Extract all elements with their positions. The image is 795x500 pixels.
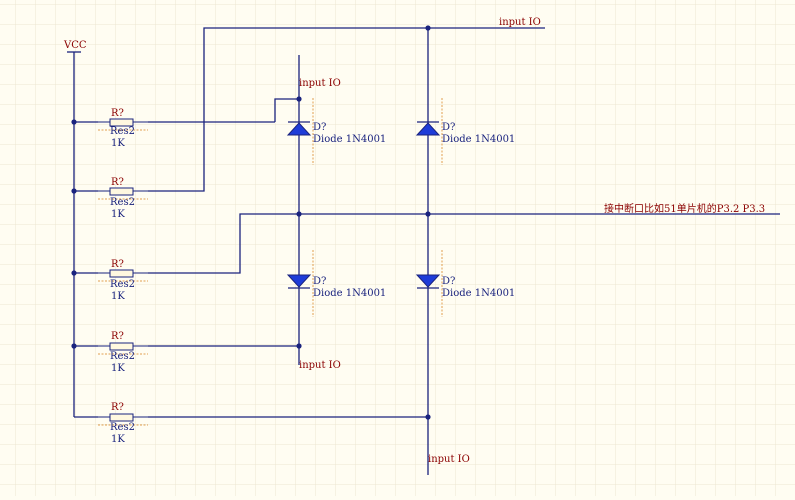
junctions <box>71 25 431 420</box>
diode-designator: D? <box>442 122 455 133</box>
net-label-top: input IO <box>499 17 541 28</box>
junction-dot <box>71 188 77 194</box>
junction-dot <box>71 270 77 276</box>
resistor-r5[interactable]: R? Res2 1K <box>98 402 148 445</box>
wires <box>73 27 780 475</box>
resistor-designator: R? <box>111 259 124 270</box>
resistor-body <box>109 187 134 196</box>
wire-r3-to-middle <box>148 213 780 274</box>
resistor-type: Res2 <box>110 126 135 137</box>
junction-dot <box>296 96 302 102</box>
junction-dot <box>296 343 302 349</box>
diode-type: Diode 1N4001 <box>442 288 515 299</box>
diode-designator: D? <box>313 122 326 133</box>
resistor-value: 1K <box>111 138 125 149</box>
resistor-body <box>109 342 134 351</box>
resistor-r2[interactable]: R? Res2 1K <box>98 177 148 220</box>
net-label-upper: input IO <box>299 78 341 89</box>
diode-triangle <box>415 122 441 136</box>
diode-d1[interactable]: D? Diode 1N4001 <box>286 98 386 165</box>
resistor-body <box>109 118 134 127</box>
diode-triangle <box>286 122 312 136</box>
diode-type: Diode 1N4001 <box>313 288 386 299</box>
resistor-type: Res2 <box>110 279 135 290</box>
resistor-value: 1K <box>111 434 125 445</box>
resistor-r3[interactable]: R? Res2 1K <box>98 259 148 302</box>
resistor-type: Res2 <box>110 351 135 362</box>
resistor-designator: R? <box>111 331 124 342</box>
diode-designator: D? <box>442 276 455 287</box>
net-label-lower: input IO <box>299 360 341 371</box>
resistor-value: 1K <box>111 291 125 302</box>
resistor-r1[interactable]: R? Res2 1K <box>98 108 148 149</box>
resistor-value: 1K <box>111 363 125 374</box>
diode-triangle <box>286 274 312 288</box>
resistor-body <box>109 269 134 278</box>
resistor-type: Res2 <box>110 197 135 208</box>
resistor-designator: R? <box>111 402 124 413</box>
diode-d2[interactable]: D? Diode 1N4001 <box>415 98 515 165</box>
diode-designator: D? <box>313 276 326 287</box>
diode-d4[interactable]: D? Diode 1N4001 <box>415 250 515 317</box>
junction-dot <box>425 211 431 217</box>
resistor-designator: R? <box>111 108 124 119</box>
wire-r1-to-node <box>274 98 299 122</box>
diode-triangle <box>415 274 441 288</box>
vcc-symbol: VCC <box>63 40 87 53</box>
diode-d3[interactable]: D? Diode 1N4001 <box>286 250 386 317</box>
resistor-value: 1K <box>111 209 125 220</box>
resistor-r4[interactable]: R? Res2 1K <box>98 331 148 374</box>
net-labels: input IO input IO 接中断口比如51单片机的P3.2 P3.3 … <box>299 17 765 465</box>
junction-dot <box>71 343 77 349</box>
resistor-type: Res2 <box>110 422 135 433</box>
diode-type: Diode 1N4001 <box>442 134 515 145</box>
net-label-middle: 接中断口比如51单片机的P3.2 P3.3 <box>604 202 765 215</box>
junction-dot <box>296 211 302 217</box>
junction-dot <box>425 25 431 31</box>
resistor-body <box>109 413 134 422</box>
junction-dot <box>425 414 431 420</box>
net-label-bottom: input IO <box>428 454 470 465</box>
resistor-designator: R? <box>111 177 124 188</box>
vcc-label: VCC <box>63 40 87 51</box>
wire-r2-to-top <box>148 27 545 192</box>
junction-dot <box>71 119 77 125</box>
diode-type: Diode 1N4001 <box>313 134 386 145</box>
